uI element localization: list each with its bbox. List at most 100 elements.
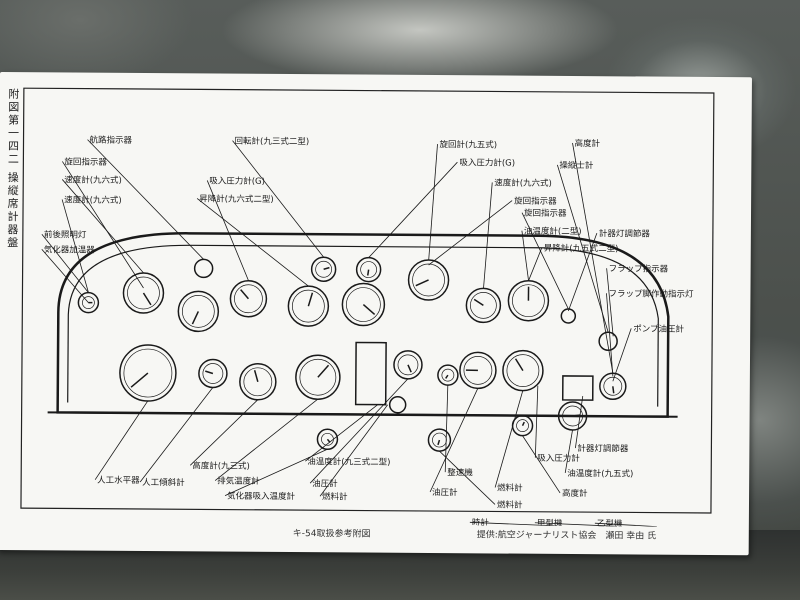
gauge-dial-icon bbox=[562, 405, 583, 427]
leader-line bbox=[521, 212, 569, 310]
label-bottom-16: 時計 bbox=[472, 517, 490, 527]
caption-left: キ-54取扱参考附図 bbox=[292, 529, 371, 540]
label-bottom-18: 乙型機 bbox=[597, 518, 623, 527]
leader-line bbox=[94, 400, 149, 480]
switch-box-icon bbox=[561, 375, 594, 401]
leader-line bbox=[556, 164, 609, 333]
gauge-icon bbox=[193, 258, 214, 279]
gauge-needle-icon bbox=[362, 303, 376, 316]
leader-line bbox=[206, 180, 249, 281]
gauge-dial-icon bbox=[202, 363, 224, 384]
label-bottom-7: 燃料計 bbox=[322, 491, 348, 502]
gauge-needle-icon bbox=[514, 358, 524, 372]
leader-line bbox=[521, 230, 529, 281]
label-top-13: 高度計 bbox=[574, 138, 600, 149]
gauge-needle-icon bbox=[437, 439, 441, 446]
gauge-icon bbox=[388, 396, 407, 414]
leader-line bbox=[61, 179, 144, 274]
gauge-needle-icon bbox=[366, 269, 370, 276]
label-bottom-0: 人工水平器 bbox=[97, 475, 140, 486]
gauge-dial-icon bbox=[470, 292, 497, 319]
label-top-3: 回転計(九三式二型) bbox=[234, 136, 309, 148]
gauge-needle-icon bbox=[142, 292, 152, 306]
leader-line bbox=[522, 435, 561, 494]
panel-outline bbox=[56, 232, 670, 418]
label-top-11: 昇降計(九五式二型) bbox=[544, 243, 619, 255]
gauge-needle-icon bbox=[130, 372, 149, 388]
label-right-0: 計器灯調節器 bbox=[599, 228, 651, 239]
leader-line bbox=[429, 388, 479, 493]
leader-line bbox=[305, 404, 378, 462]
leader-line bbox=[483, 182, 493, 289]
fuel-gauge-block-icon bbox=[354, 341, 387, 406]
gauge-dial-icon bbox=[299, 358, 337, 396]
gauge-dial-icon bbox=[82, 296, 95, 309]
gauge-needle-icon bbox=[521, 421, 525, 426]
gauge-icon bbox=[341, 282, 386, 327]
gauge-needle-icon bbox=[253, 370, 259, 383]
gauge-dial-icon bbox=[512, 284, 545, 318]
gauge-needle-icon bbox=[407, 364, 412, 373]
instrument-panel-diagram: 旋回計(九五式)吸入圧力計(G)航路指示器回転計(九三式二型)速度計(九六式)旋… bbox=[20, 87, 715, 527]
leader-line bbox=[61, 199, 89, 293]
gauge-dial-icon bbox=[441, 368, 455, 382]
leader-line bbox=[428, 200, 513, 266]
placard-vertical-title: 附図第一四二 操縦席計器盤 bbox=[5, 88, 20, 250]
gauge-needle-icon bbox=[415, 279, 429, 287]
gauge-dial-icon bbox=[360, 261, 377, 278]
leader-line bbox=[309, 378, 409, 484]
label-top-0: 旋回計(九五式) bbox=[439, 139, 497, 150]
label-top-7: 油温度計(二型) bbox=[524, 226, 582, 237]
leader-line bbox=[567, 233, 598, 312]
leader-line bbox=[196, 198, 309, 287]
leader-line bbox=[368, 161, 458, 258]
instrument-panel-placard: 附図第一四二 操縦席計器盤 旋回計(九五式)吸入圧力計(G)航路指示器回転計(九… bbox=[0, 72, 752, 556]
label-top-6: 速度計(九六式) bbox=[64, 174, 122, 185]
leader-line bbox=[564, 429, 573, 474]
label-bottom-1: 人工傾斜計 bbox=[142, 477, 185, 488]
gauge-needle-icon bbox=[205, 370, 214, 375]
leader-line bbox=[612, 328, 632, 382]
label-left-0: 旋回指示器 bbox=[64, 156, 107, 167]
gauge-icon bbox=[560, 308, 577, 324]
gauge-dial-icon bbox=[315, 260, 332, 278]
label-right-3: ポンプ油圧計 bbox=[633, 323, 684, 334]
leader-line bbox=[606, 268, 614, 337]
label-bottom-2: 高度計(九三式) bbox=[192, 460, 250, 471]
leader-line bbox=[189, 399, 258, 466]
gauge-icon bbox=[507, 279, 550, 322]
gauge-needle-icon bbox=[323, 266, 330, 270]
leader-line bbox=[428, 144, 438, 261]
label-left-1: 速度計(九六式) bbox=[64, 194, 122, 205]
label-bottom-11: 吸入圧力計 bbox=[537, 453, 580, 464]
label-left-3: 気化器加温器 bbox=[44, 244, 96, 255]
gauge-dial-icon bbox=[127, 276, 160, 310]
label-right-1: フラップ指示器 bbox=[609, 263, 669, 274]
leader-line bbox=[534, 385, 539, 458]
gauge-needle-icon bbox=[317, 364, 330, 378]
leader-line bbox=[62, 161, 144, 289]
panel-inner-outline bbox=[67, 244, 659, 407]
gauge-dial-icon bbox=[463, 355, 493, 385]
leader-line bbox=[594, 522, 657, 527]
label-bottom-13: 計器灯調節器 bbox=[577, 443, 629, 454]
label-bottom-6: 油温度計(九三式二型) bbox=[307, 456, 390, 468]
gauge-dial-icon bbox=[412, 263, 445, 297]
gauge-needle-icon bbox=[445, 374, 449, 379]
label-top-10: 旋回指示器 bbox=[524, 208, 567, 219]
label-left-2: 前後照明灯 bbox=[44, 229, 87, 240]
leader-line bbox=[439, 450, 496, 505]
label-right-2: フラップ脚作動指示灯 bbox=[608, 288, 694, 300]
leader-line bbox=[87, 139, 204, 260]
leader-line bbox=[534, 522, 617, 527]
gauge-needle-icon bbox=[191, 311, 200, 325]
gauge-dial-icon bbox=[243, 367, 273, 397]
label-bottom-5: 油圧計 bbox=[312, 478, 338, 489]
gauge-needle-icon bbox=[572, 414, 581, 417]
leader-line bbox=[528, 247, 543, 281]
gauge-dial-icon bbox=[292, 289, 325, 323]
gauge-icon bbox=[177, 290, 220, 333]
gauge-dial-icon bbox=[516, 419, 529, 433]
gauge-dial-icon bbox=[397, 354, 419, 376]
label-top-12: 操縦士計 bbox=[559, 160, 594, 171]
